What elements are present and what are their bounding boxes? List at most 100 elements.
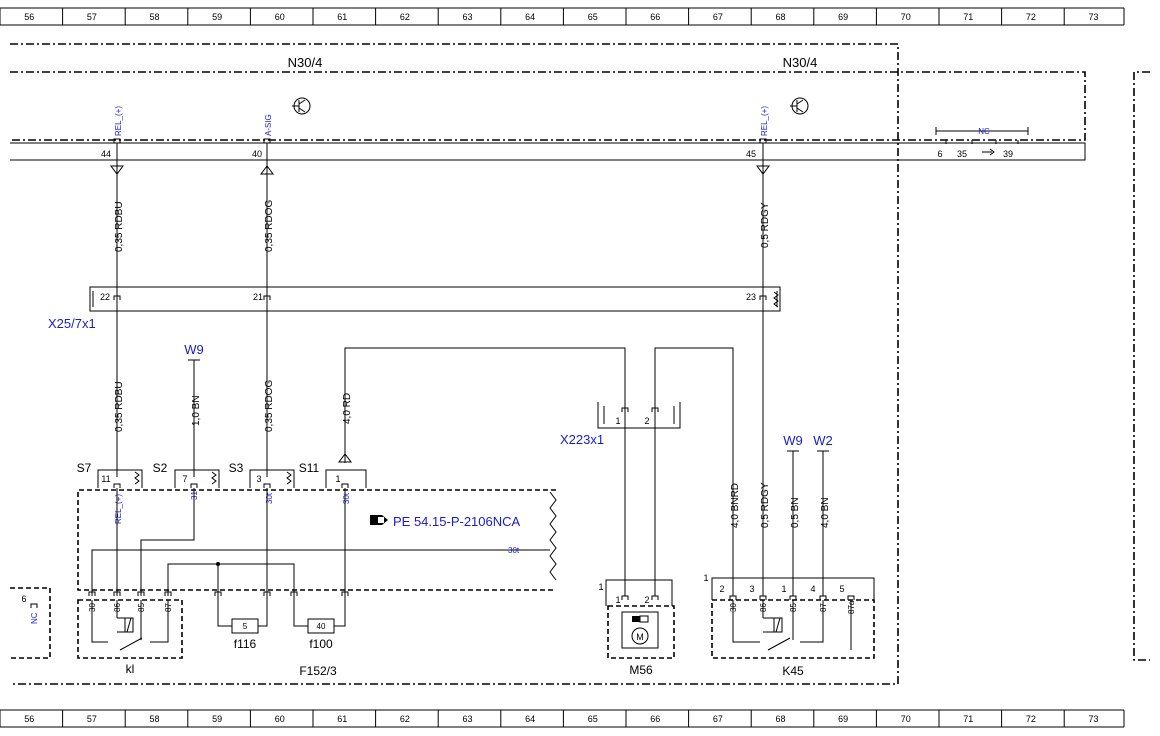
x25-pin-23: 23	[746, 292, 756, 302]
ground-w2: W2	[813, 433, 833, 448]
wire-label: 1,0 BN	[191, 395, 202, 426]
grid-column-label: 72	[1026, 12, 1036, 22]
grid-column-label: 65	[588, 12, 598, 22]
grid-column-label: 73	[1088, 714, 1098, 724]
relay-k45-frame	[711, 599, 875, 659]
input-s3: S3	[229, 461, 244, 475]
grid-column-label: 62	[400, 12, 410, 22]
input-s7: S7	[77, 461, 92, 475]
reference-icon	[370, 515, 388, 525]
fuse-f100-value: 40	[317, 622, 326, 631]
x25-pin-22: 22	[100, 292, 110, 302]
x223-pin-1: 1	[615, 416, 620, 426]
reference-link[interactable]: PE 54.15-P-2106NCA	[393, 514, 521, 529]
relay-k45-label: K45	[782, 664, 804, 678]
grid-column-label: 65	[588, 714, 598, 724]
signal-rel-45: REL_(+)	[760, 106, 769, 136]
ecu-pin-39: 39	[1003, 149, 1013, 159]
grid-column-label: 60	[275, 12, 285, 22]
k45-pin-4: 4	[810, 584, 815, 594]
ground-w9-left: W9	[184, 342, 204, 357]
svg-text:M: M	[636, 632, 644, 642]
relay-coil-icon	[91, 600, 169, 651]
grid-column-label: 67	[713, 714, 723, 724]
grid-column-label: 63	[462, 12, 472, 22]
pin-11: 11	[101, 474, 110, 484]
grid-column-label: 71	[963, 714, 973, 724]
transistor-icon	[292, 97, 311, 115]
grid-column-label: 61	[337, 714, 347, 724]
ecu-pin-40: 40	[252, 149, 262, 159]
fuse-box-frame	[77, 489, 556, 591]
ecu-connector-strip	[10, 142, 1086, 161]
nc-label: NC	[978, 127, 990, 136]
grid-column-label: 68	[775, 12, 785, 22]
pin-7: 7	[182, 474, 187, 484]
transistor-icon	[790, 97, 809, 115]
signal-rel-fuse: REL_(+)	[114, 494, 123, 524]
relay-kl-label: kl	[126, 662, 135, 676]
motor-pin-2: 2	[644, 595, 649, 605]
arrow-down-icon	[756, 165, 770, 175]
grid-column-label: 70	[901, 714, 911, 724]
k45-pin-3: 3	[749, 584, 754, 594]
wire-label: 4,0 BN	[820, 497, 831, 528]
grid-column-label: 71	[963, 12, 973, 22]
fuse-f116-icon	[231, 618, 259, 634]
signal-30t: 30t	[265, 492, 274, 504]
wire-label: 0,35 RDBU	[114, 201, 125, 252]
grid-column-label: 72	[1026, 714, 1036, 724]
grid-column-label: 66	[650, 12, 660, 22]
grid-column-label: 70	[901, 12, 911, 22]
wire-label: 0,5 BN	[790, 497, 801, 528]
wire-label: 0,35 RDOG	[264, 380, 275, 432]
wire-label: 4,0 RD	[342, 393, 353, 424]
ecu-label-right: N30/4	[783, 55, 818, 70]
k45-pin-2: 2	[719, 584, 724, 594]
motor-outer-pin: 1	[598, 582, 603, 592]
grid-column-label: 69	[838, 714, 848, 724]
input-s2: S2	[153, 461, 168, 475]
grid-column-label: 59	[212, 12, 222, 22]
fuse-f100-label: f100	[309, 637, 333, 651]
grid-column-label: 64	[525, 12, 535, 22]
fuse-f116-label: f116	[234, 637, 257, 651]
wire-label: 0,5 RDGY	[760, 482, 771, 528]
grid-column-label: 69	[838, 12, 848, 22]
grid-column-label: 66	[650, 714, 660, 724]
ecu-pin-44: 44	[101, 149, 111, 159]
wire-label: 0,35 RDBU	[114, 381, 125, 432]
ground-w9-right: W9	[783, 433, 803, 448]
grid-column-label: 68	[775, 714, 785, 724]
x25-pin-21: 21	[253, 292, 263, 302]
motor-pin-1: 1	[615, 595, 620, 605]
ecu-frame	[10, 71, 1086, 141]
ecu-label-left: N30/4	[288, 55, 323, 70]
left-stub-nc: NC	[30, 612, 39, 624]
k45-pin-5: 5	[839, 584, 844, 594]
wire-label: 4,0 BNRD	[730, 483, 741, 528]
arrow-up-icon	[260, 165, 274, 175]
wire-label: 0,35 RDOG	[264, 200, 275, 252]
pin-1: 1	[335, 474, 340, 484]
arrow-up-icon	[338, 453, 352, 463]
signal-30t-bus: 30t	[508, 546, 520, 555]
grid-column-label: 60	[275, 714, 285, 724]
ecu-pin-35: 35	[957, 149, 967, 159]
grid-column-label: 56	[24, 12, 34, 22]
grid-column-label: 59	[212, 714, 222, 724]
grid-column-label: 64	[525, 714, 535, 724]
signal-30t: 30t	[342, 492, 351, 504]
relay-kl-frame	[77, 599, 183, 659]
relay-coil-icon	[732, 600, 852, 651]
fuse-f116-value: 5	[243, 622, 248, 631]
grid-column-label: 58	[149, 12, 159, 22]
left-stub-pin: 6	[21, 594, 26, 604]
grid-column-label: 67	[713, 12, 723, 22]
k45-outer-pin: 1	[703, 573, 708, 583]
x223-label: X223x1	[560, 432, 604, 447]
right-module-frame	[1133, 71, 1150, 661]
signal-rel-44: REL_(+)	[114, 106, 123, 136]
x223-pin-2: 2	[644, 416, 649, 426]
